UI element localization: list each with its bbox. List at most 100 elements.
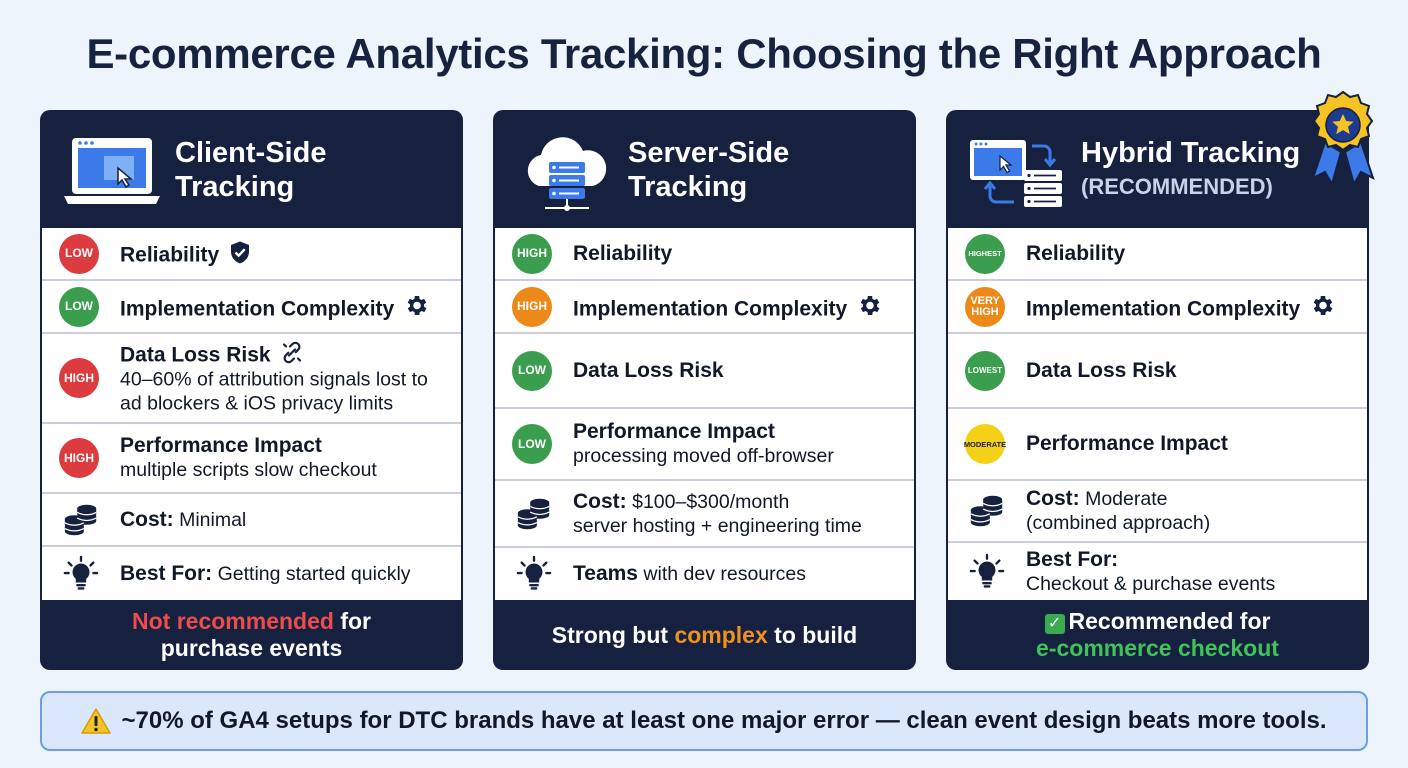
card-verdict: Not recommended for purchase events [40, 600, 463, 670]
coins-icon [515, 495, 553, 533]
recommended-label: (RECOMMENDED) [1081, 174, 1273, 199]
card-title-line1: Hybrid Tracking [1081, 137, 1301, 169]
verdict-text: Strong but [551, 621, 675, 648]
row-text: Cost: Minimal [120, 508, 451, 532]
best-for-row: Best For: Checkout & purchase events [948, 543, 1367, 600]
reliability-row: LOW Reliability [42, 228, 461, 281]
row-text: Teams with dev resources [573, 562, 904, 586]
verdict-highlight: complex [674, 621, 768, 648]
card-verdict: ✓Recommended for e-commerce checkout [946, 600, 1369, 670]
rating-badge: VERY HIGH [965, 286, 1005, 327]
criteria-list: HIGHEST Reliability VERY HIGH Implementa… [948, 228, 1367, 600]
shield-check-icon [230, 241, 249, 263]
gear-icon [857, 292, 883, 318]
card-header: Client-Side Tracking [40, 110, 463, 228]
criteria-list: LOW Reliability LOW Implementation Compl… [42, 228, 461, 600]
row-label: Implementation Complexity [573, 297, 848, 320]
row-text: Performance Impact processing moved off-… [573, 420, 904, 468]
row-label: Best For: [1026, 547, 1119, 571]
complexity-row: LOW Implementation Complexity [42, 281, 461, 334]
warning-icon [81, 708, 112, 734]
row-label: Cost: [573, 489, 627, 513]
row-value: Minimal [179, 508, 247, 531]
row-label: Performance Impact [573, 420, 775, 443]
verdict-line1: Not recommended for [40, 608, 463, 635]
row-value: $100–$300/month [632, 490, 790, 513]
laptop-icon [64, 138, 160, 204]
banner-text: ~70% of GA4 setups for DTC brands have a… [121, 707, 1327, 734]
rating-badge: LOW [59, 233, 99, 274]
rating-badge: HIGH [59, 358, 99, 398]
row-label: Reliability [120, 243, 220, 266]
client-side-card: Client-Side Tracking LOW Reliability LOW… [40, 110, 463, 670]
row-label: Data Loss Risk [573, 358, 724, 382]
row-detail: server hosting + engineering time [573, 514, 862, 537]
row-label: Implementation Complexity [120, 297, 395, 320]
cost-row: Cost: $100–$300/month server hosting + e… [495, 481, 914, 548]
row-detail: 40–60% of attribution signals lost to ad… [120, 368, 428, 415]
server-side-card: Server-Side Tracking HIGH Reliability HI… [493, 110, 916, 670]
verdict-highlight: Not recommended [132, 608, 334, 634]
verdict-line1: ✓Recommended for [946, 608, 1369, 635]
best-for-row: Teams with dev resources [495, 548, 914, 600]
verdict-text: for [333, 608, 371, 634]
cost-row: Cost: Moderate (combined approach) [948, 481, 1367, 543]
card-title: Hybrid Tracking (RECOMMENDED) [1081, 136, 1361, 204]
stat-banner: ~70% of GA4 setups for DTC brands have a… [40, 691, 1368, 751]
row-text: Cost: $100–$300/month server hosting + e… [573, 490, 904, 538]
row-text: Performance Impact [1026, 432, 1357, 456]
row-text: Data Loss Risk [1026, 359, 1357, 383]
reliability-row: HIGH Reliability [495, 228, 914, 281]
rating-badge: LOWEST [965, 350, 1005, 391]
card-header: Server-Side Tracking [493, 110, 916, 228]
card-title-line2: Tracking [175, 171, 295, 203]
row-label: Performance Impact [120, 434, 322, 457]
lightbulb-icon [62, 555, 100, 593]
row-text: Reliability [573, 242, 904, 266]
lightbulb-icon [515, 555, 553, 593]
row-label: Best For: [120, 561, 213, 585]
row-value: with dev resources [643, 563, 806, 585]
row-label: Performance Impact [1026, 432, 1228, 455]
rating-badge: LOW [512, 350, 552, 391]
award-ribbon-icon [1311, 90, 1375, 187]
row-value: Getting started quickly [217, 562, 411, 585]
card-title: Client-Side Tracking [175, 136, 455, 204]
card-title-line1: Client-Side [175, 137, 327, 169]
row-label: Reliability [1026, 241, 1126, 265]
row-text: Data Loss Risk 40–60% of attribution sig… [120, 341, 451, 416]
verdict-highlight: e-commerce checkout [1036, 635, 1279, 661]
complexity-row: VERY HIGH Implementation Complexity [948, 281, 1367, 334]
page-title: E-commerce Analytics Tracking: Choosing … [86, 30, 1322, 77]
row-text: Cost: Moderate (combined approach) [1026, 487, 1357, 535]
row-text: Data Loss Risk [573, 359, 904, 383]
card-title-line1: Server-Side [628, 137, 790, 169]
best-for-row: Best For: Getting started quickly [42, 547, 461, 600]
card-title-line2: Tracking [628, 171, 748, 203]
verdict-line1: Strong but complex to build [493, 622, 916, 649]
row-value: Moderate [1085, 488, 1168, 510]
performance-row: LOW Performance Impact processing moved … [495, 409, 914, 481]
row-detail: Checkout & purchase events [1026, 572, 1276, 595]
card-title: Server-Side Tracking [628, 136, 908, 204]
card-header: Hybrid Tracking (RECOMMENDED) [946, 110, 1369, 228]
reliability-row: HIGHEST Reliability [948, 228, 1367, 281]
row-text: Reliability [1026, 242, 1357, 266]
row-detail: multiple scripts slow checkout [120, 459, 377, 481]
rating-badge: MODERATE [964, 424, 1006, 464]
row-label: Reliability [573, 241, 673, 265]
complexity-row: HIGH Implementation Complexity [495, 281, 914, 334]
row-text: Implementation Complexity [1026, 292, 1357, 321]
hybrid-sync-icon [970, 140, 1062, 207]
row-label: Teams [573, 562, 638, 585]
row-text: Best For: Checkout & purchase events [1026, 548, 1357, 596]
broken-link-icon [282, 341, 302, 364]
cloud-server-icon [527, 137, 607, 211]
row-text: Implementation Complexity [120, 292, 451, 321]
rating-badge: HIGHEST [965, 233, 1005, 274]
data-loss-row: LOWEST Data Loss Risk [948, 334, 1367, 409]
row-text: Implementation Complexity [573, 292, 904, 321]
coins-icon [62, 501, 100, 539]
check-icon: ✓ [1044, 614, 1065, 634]
card-verdict: Strong but complex to build [493, 600, 916, 670]
